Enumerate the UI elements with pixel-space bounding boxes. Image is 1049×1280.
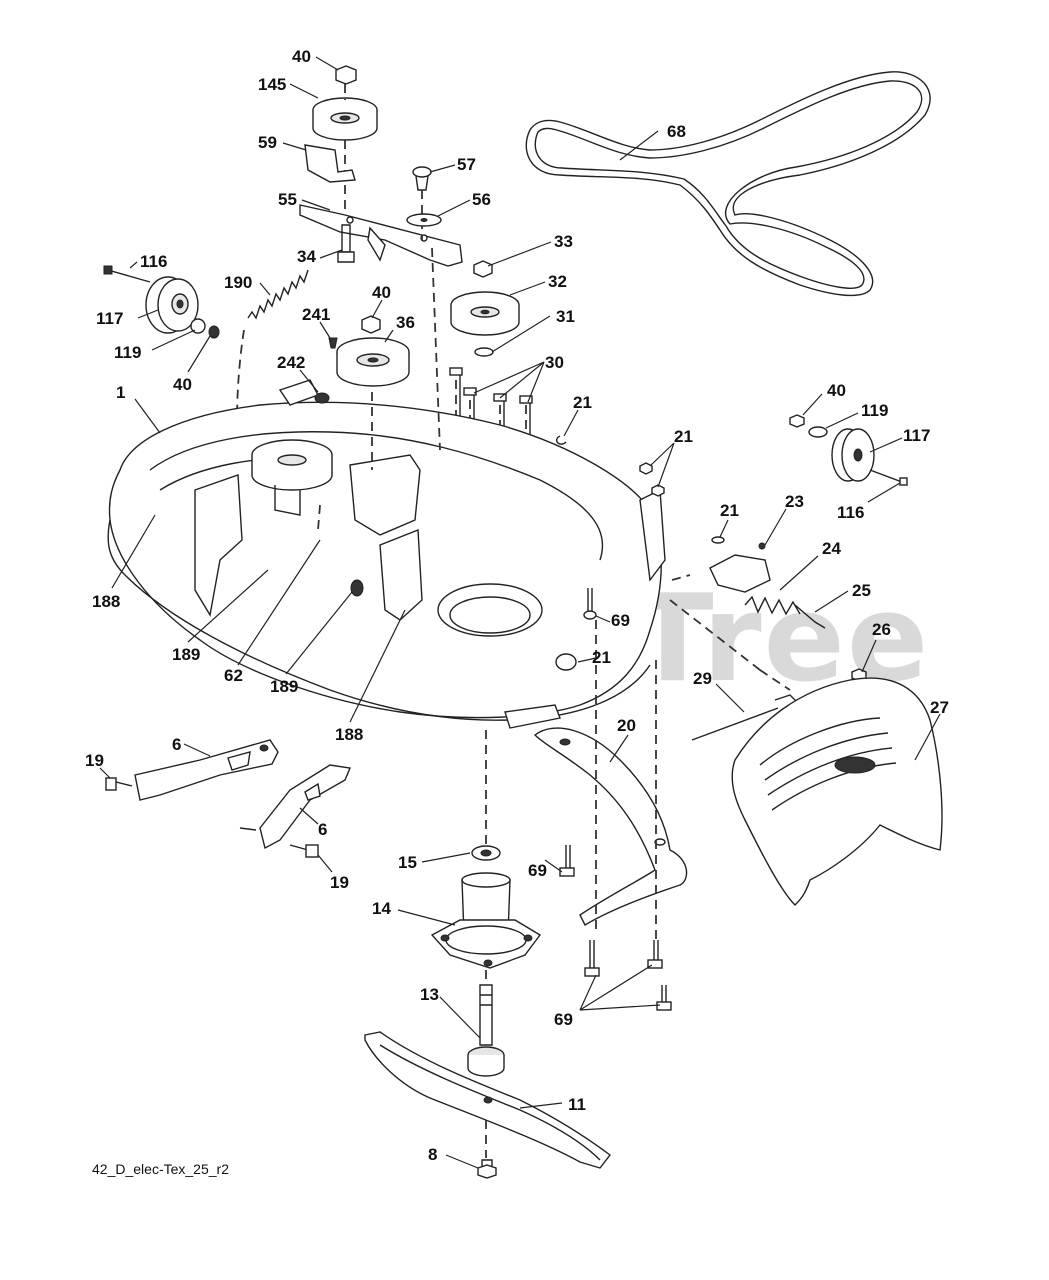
bracket-23[interactable]: [709, 542, 771, 593]
callout-30: 30: [545, 353, 564, 372]
callout-62: 62: [224, 666, 243, 685]
callout-57: 57: [457, 155, 476, 174]
clips-21[interactable]: [555, 435, 725, 671]
callout-11: 11: [568, 1095, 586, 1114]
callout-33: 33: [554, 232, 573, 251]
callout-40: 40: [173, 375, 192, 394]
washer-31[interactable]: [474, 347, 494, 357]
callout-56: 56: [472, 190, 491, 209]
callout-117: 117: [96, 309, 123, 328]
deflector-baffle-20[interactable]: [533, 727, 688, 926]
bolt-19-upper[interactable]: [105, 777, 133, 791]
callout-189: 189: [172, 645, 200, 664]
deck-hanger-lower-6[interactable]: [259, 764, 351, 850]
callout-14: 14: [372, 899, 391, 918]
mower-deck-housing[interactable]: [107, 401, 666, 729]
callout-119: 119: [861, 401, 888, 420]
callout-29: 29: [693, 669, 712, 688]
bearing-15[interactable]: [471, 845, 501, 861]
callout-27: 27: [930, 698, 949, 717]
callout-21: 21: [674, 427, 693, 446]
callout-40: 40: [292, 47, 311, 66]
callout-13: 13: [420, 985, 439, 1004]
bolt-241[interactable]: [328, 337, 338, 349]
idler-arm[interactable]: [299, 204, 463, 267]
callout-19: 19: [85, 751, 104, 770]
bolt-19-lower[interactable]: [239, 827, 319, 858]
callout-32: 32: [548, 272, 567, 291]
callout-24: 24: [822, 539, 841, 558]
callout-116: 116: [140, 252, 167, 271]
callout-116: 116: [837, 503, 864, 522]
callout-21: 21: [720, 501, 739, 520]
callout-68: 68: [667, 122, 686, 141]
leader-lines: [99, 56, 941, 1169]
callout-188: 188: [335, 725, 363, 744]
callout-20: 20: [617, 716, 636, 735]
callout-189: 189: [270, 677, 298, 696]
callout-59: 59: [258, 133, 277, 152]
callout-34: 34: [297, 247, 316, 266]
spindle-housing-14[interactable]: [430, 872, 542, 969]
nut-33[interactable]: [473, 260, 493, 278]
bolt-34[interactable]: [337, 224, 355, 263]
spindle-shaft-13[interactable]: [467, 984, 505, 1077]
callout-55: 55: [278, 190, 297, 209]
gauge-wheel-right[interactable]: [789, 414, 908, 486]
callout-6: 6: [172, 735, 181, 754]
idler-pulley-36[interactable]: [336, 337, 410, 387]
mower-blade-11[interactable]: [364, 1031, 611, 1169]
nut-40-center[interactable]: [361, 315, 381, 334]
callout-31: 31: [556, 307, 575, 326]
pulley-32[interactable]: [450, 291, 520, 336]
callout-6: 6: [318, 820, 327, 839]
callout-241: 241: [302, 305, 330, 324]
callout-26: 26: [872, 620, 891, 639]
callout-labels: 40 145 59 57 56 55 68 33 34 116 190 32 1…: [85, 47, 949, 1164]
bolts-69[interactable]: [559, 588, 672, 1011]
callout-69: 69: [528, 861, 547, 880]
callout-40: 40: [827, 381, 846, 400]
callout-190: 190: [224, 273, 252, 292]
callout-145: 145: [258, 75, 286, 94]
callout-188: 188: [92, 592, 120, 611]
callout-36: 36: [396, 313, 415, 332]
bolt-57[interactable]: [412, 166, 432, 240]
callout-242: 242: [277, 353, 305, 372]
assembly-lines: [317, 247, 791, 691]
callout-25: 25: [852, 581, 871, 600]
idler-pulley-top[interactable]: [312, 65, 378, 215]
pulley-spacer-59[interactable]: [304, 144, 356, 183]
callout-19: 19: [330, 873, 349, 892]
callout-69: 69: [554, 1010, 573, 1029]
washer-56[interactable]: [406, 213, 442, 227]
callout-69: 69: [611, 611, 630, 630]
drawing-code: 42_D_elec-Tex_25_r2: [92, 1161, 229, 1177]
callout-15: 15: [398, 853, 417, 872]
callout-119: 119: [114, 343, 141, 362]
blade-bolt-8[interactable]: [477, 1159, 497, 1179]
spring-24[interactable]: [744, 595, 801, 616]
callout-21: 21: [592, 648, 611, 667]
callout-1: 1: [116, 383, 125, 402]
callout-21: 21: [573, 393, 592, 412]
deck-hanger-upper-6[interactable]: [134, 739, 279, 801]
rod-25[interactable]: [794, 604, 826, 629]
callout-8: 8: [428, 1145, 437, 1164]
fastener-242[interactable]: [278, 379, 330, 406]
callout-23: 23: [785, 492, 804, 511]
gauge-wheel-left[interactable]: [103, 265, 220, 339]
belt-cover[interactable]: [731, 677, 943, 906]
callout-40: 40: [372, 283, 391, 302]
callout-117: 117: [903, 426, 930, 445]
drive-belt[interactable]: [525, 71, 931, 297]
